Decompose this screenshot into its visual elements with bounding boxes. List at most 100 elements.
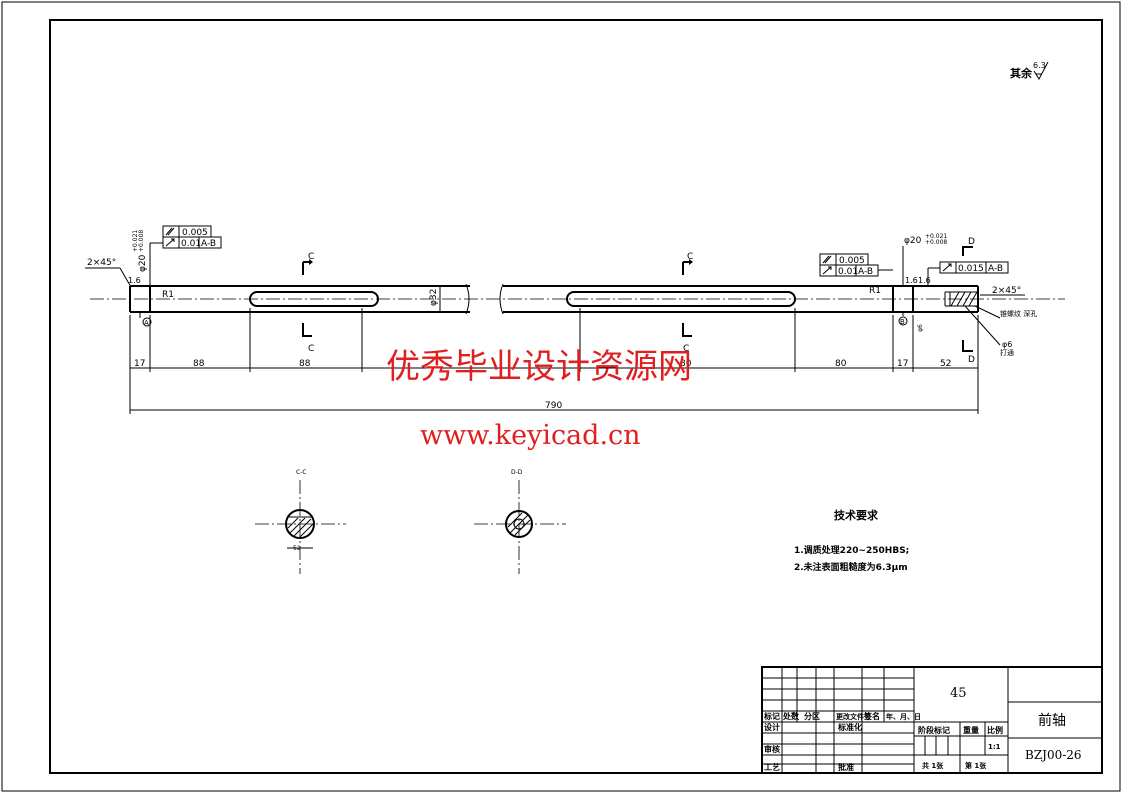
section-view-c: C-C 52: [255, 469, 346, 574]
tech-line-1: 1.调质处理220~250HBS;: [794, 544, 909, 556]
right-roughness-2: 1.6: [918, 276, 931, 285]
svg-text:标准化: 标准化: [837, 722, 862, 732]
right-hole-leader: [964, 305, 1001, 346]
svg-text:共 1张: 共 1张: [922, 761, 944, 770]
dimension-extensions: [129, 308, 979, 414]
svg-text:52: 52: [293, 545, 301, 552]
svg-text:更改文件号: 更改文件号: [836, 712, 871, 721]
drawing-frame: [49, 19, 1103, 774]
svg-text:0.01: 0.01: [181, 239, 201, 249]
svg-text:B: B: [900, 318, 905, 326]
svg-text:批准: 批准: [838, 762, 854, 772]
svg-text:年、月、日: 年、月、日: [886, 712, 921, 721]
svg-text:处数: 处数: [782, 711, 800, 721]
right-radius: R1: [869, 286, 881, 296]
svg-text:C: C: [308, 344, 314, 354]
right-fcf-cylindricity: 0.005: [819, 253, 869, 266]
svg-text:A: A: [144, 319, 149, 327]
svg-text:0.015: 0.015: [958, 264, 984, 274]
watermark-url: www.keyicad.cn: [420, 420, 641, 451]
material: 45: [950, 686, 967, 701]
right-hole-depth: φ6: [917, 324, 924, 332]
right-tol-upper: +0.021: [925, 233, 947, 240]
dim-80-a: 80: [680, 359, 692, 369]
dim-17-left: 17: [134, 359, 145, 369]
right-fcf-runout: 0.01 A-B: [819, 264, 879, 277]
left-tol-lower: +0.008: [138, 230, 145, 252]
left-roughness: 1.6: [128, 276, 141, 285]
right-thread-leader: [974, 305, 1001, 319]
drawing-number: BZJ00-26: [1025, 748, 1082, 762]
right-note-hole-2: 打通: [1000, 348, 1014, 357]
shaft-diameter: φ32: [429, 289, 439, 306]
left-radius: R1: [162, 290, 174, 300]
svg-text:阶段标记: 阶段标记: [918, 725, 950, 735]
right-diameter: φ20: [904, 236, 922, 246]
svg-text:审核: 审核: [764, 744, 780, 754]
roughness-symbol-icon: [1033, 61, 1049, 81]
svg-text:0.005: 0.005: [182, 228, 208, 238]
tech-line-2: 2.未注表面粗糙度为6.3μm: [794, 561, 908, 573]
left-chamfer-leader-2: [119, 267, 132, 288]
dim-790: 790: [545, 401, 562, 411]
title-block: [761, 666, 1103, 774]
dim-88-b: 88: [299, 359, 311, 369]
runout-icon: [942, 263, 952, 272]
svg-text:D: D: [968, 355, 975, 365]
svg-text:C: C: [687, 252, 693, 262]
roughness-note: 其余: [1010, 66, 1033, 80]
svg-text:A-B: A-B: [988, 264, 1003, 274]
left-fcf-runout: 0.01 A-B: [162, 236, 222, 249]
watermark-title: 优秀毕业设计资源网: [386, 347, 692, 387]
dim-52: 52: [940, 359, 951, 369]
svg-text:设计: 设计: [764, 722, 780, 732]
runout-icon: [165, 238, 175, 247]
right-roughness-1: 1.6: [905, 276, 918, 285]
left-tol-upper: +0.021: [132, 230, 139, 252]
left-fcf-cylindricity: 0.005: [162, 225, 212, 238]
svg-text:比例: 比例: [987, 725, 1003, 735]
left-chamfer: 2×45°: [87, 258, 116, 268]
roughness-value: 6.3: [1033, 61, 1046, 70]
cylindricity-icon: [165, 227, 175, 236]
dim-88-a: 88: [193, 359, 205, 369]
title-block-text: 45 前轴 BZJ00-26 标记 处数 分区 更改文件号 签名 年、月、日 设…: [763, 686, 1082, 772]
datum-a: A: [139, 312, 152, 327]
right-note-hole: φ6: [1002, 340, 1012, 349]
left-diameter: φ20: [138, 254, 148, 272]
svg-text:重量: 重量: [963, 725, 979, 735]
svg-text:工艺: 工艺: [764, 762, 780, 772]
svg-text:标记: 标记: [763, 711, 780, 721]
dim-17-right: 17: [897, 359, 908, 369]
dimension-row: [130, 367, 978, 411]
svg-text:分区: 分区: [804, 711, 820, 721]
section-d-label: D-D: [511, 469, 523, 476]
shaft-left-segment: [129, 283, 470, 315]
svg-text:A-B: A-B: [858, 267, 873, 277]
section-mark-c-left: C C: [302, 252, 314, 354]
datum-b: B: [898, 312, 908, 326]
part-name: 前轴: [1038, 712, 1066, 729]
keyway-right: [566, 291, 796, 307]
runout-icon: [822, 266, 832, 275]
svg-text:第 1张: 第 1张: [965, 761, 987, 770]
section-mark-d: D D: [962, 237, 975, 365]
svg-text:签名: 签名: [863, 711, 880, 721]
keyway-left: [249, 291, 379, 307]
section-view-d: D-D: [474, 469, 566, 574]
dim-80-b: 80: [835, 359, 847, 369]
right-note-thread: 锥螺纹 深孔: [1000, 309, 1037, 318]
section-c-label: C-C: [296, 469, 307, 476]
tech-title: 技术要求: [834, 508, 879, 522]
svg-text:0.005: 0.005: [839, 256, 865, 266]
threaded-hole: [944, 291, 978, 307]
svg-text:C: C: [308, 252, 314, 262]
svg-text:0.01: 0.01: [838, 267, 858, 277]
right-fcf-runout-2: 0.015 A-B: [939, 261, 1009, 274]
svg-text:C: C: [683, 344, 689, 354]
svg-text:D: D: [968, 237, 975, 247]
cylindricity-icon: [822, 255, 832, 264]
section-mark-c-right: C C: [682, 252, 693, 354]
